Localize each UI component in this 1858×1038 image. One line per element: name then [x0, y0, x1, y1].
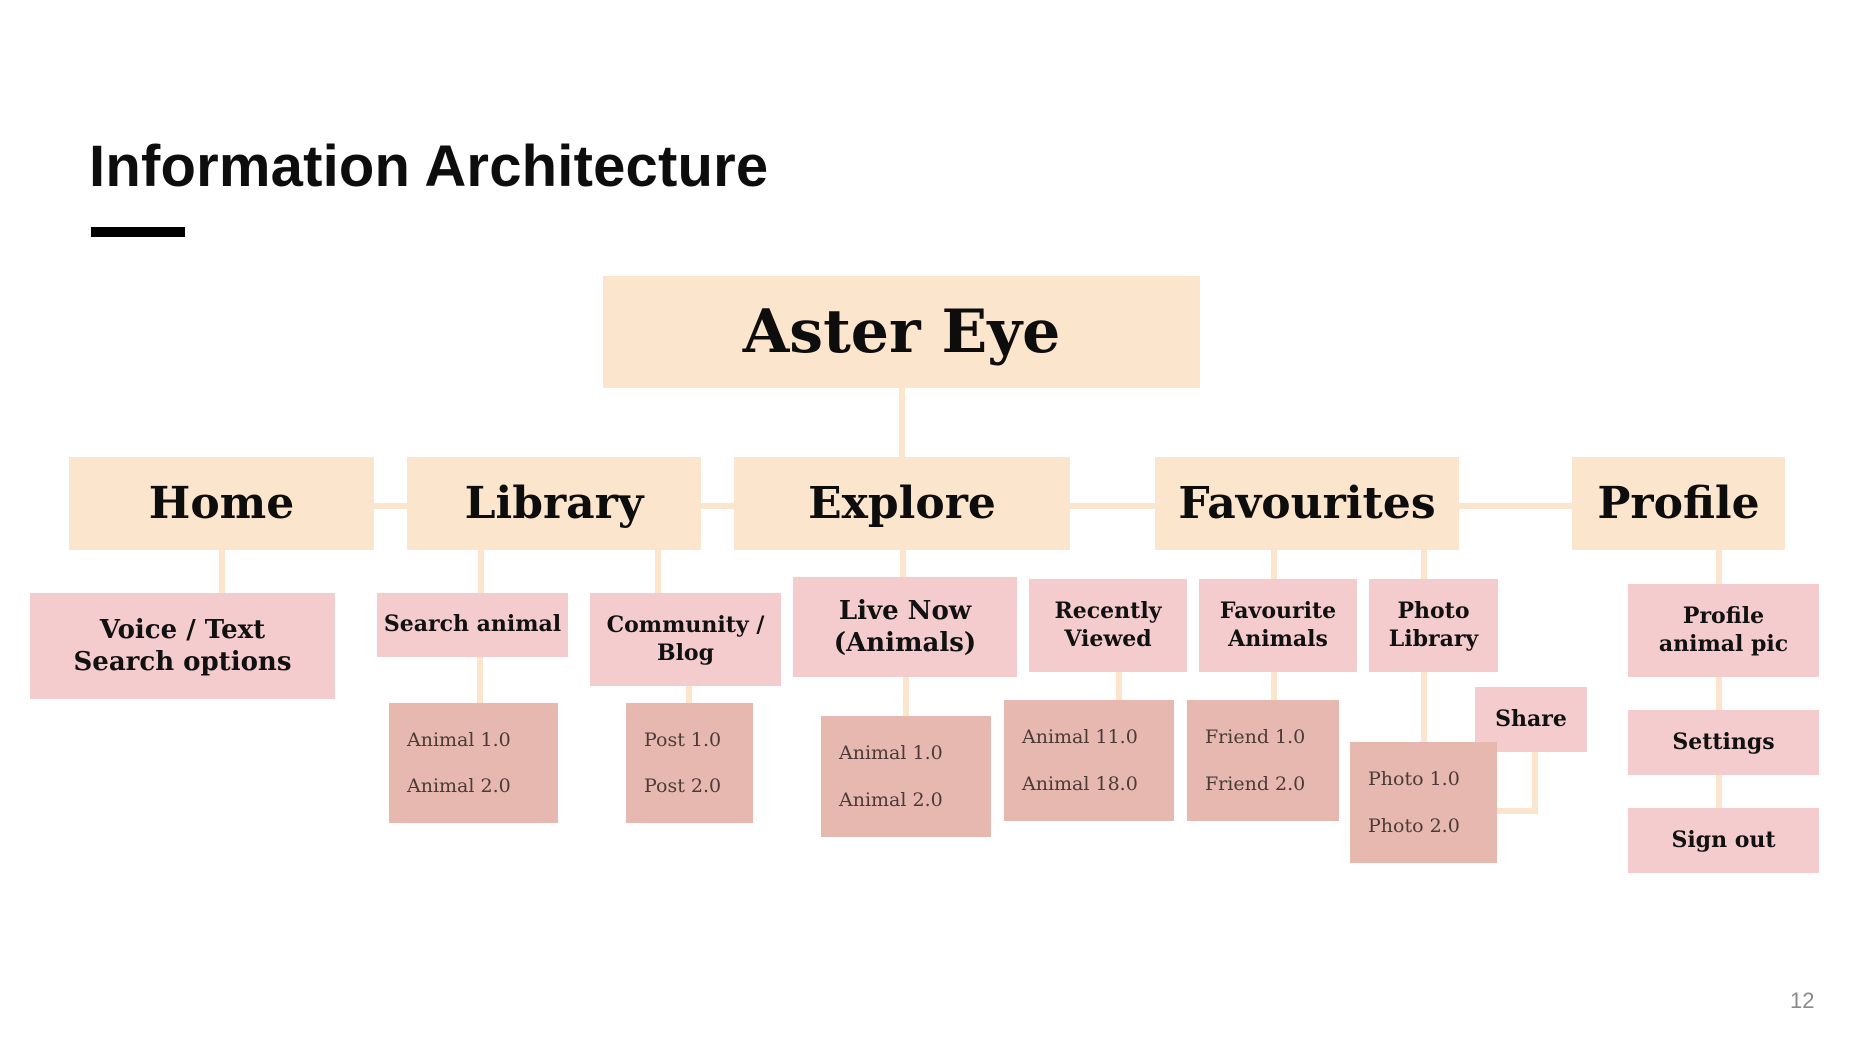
leaf-item: Animal 18.0 [1022, 772, 1138, 795]
leaf-item: Animal 1.0 [839, 742, 943, 765]
root-label: Aster Eye [742, 297, 1061, 367]
leaf-item: Friend 2.0 [1205, 772, 1306, 795]
leaf-recently-viewed-items: Animal 11.0 Animal 18.0 [1004, 700, 1174, 821]
title-underline [91, 227, 185, 237]
node-live-now: Live Now (Animals) [793, 577, 1017, 677]
section-explore-label: Explore [808, 478, 996, 529]
node-favourite-animals: Favourite Animals [1199, 579, 1357, 672]
leaf-item: Post 1.0 [644, 729, 722, 751]
section-profile: Profile [1572, 457, 1785, 550]
section-favourites-label: Favourites [1178, 478, 1436, 529]
node-settings-label: Settings [1672, 728, 1775, 755]
leaf-item: Photo 2.0 [1368, 814, 1460, 837]
node-recently-viewed-label: Recently Viewed [1054, 598, 1162, 652]
root-node: Aster Eye [603, 276, 1200, 388]
leaf-photo-library-items: Photo 1.0 Photo 2.0 [1350, 742, 1497, 863]
leaf-item: Animal 2.0 [407, 775, 511, 797]
node-voice-text-search: Voice / Text Search options [30, 593, 335, 699]
node-recently-viewed: Recently Viewed [1029, 579, 1187, 672]
leaf-favourite-animals-items: Friend 1.0 Friend 2.0 [1187, 700, 1339, 821]
leaf-item: Animal 2.0 [839, 788, 943, 811]
page-number: 12 [1790, 988, 1815, 1013]
node-live-now-label: Live Now (Animals) [833, 595, 977, 659]
leaf-item: Friend 1.0 [1205, 726, 1306, 749]
section-explore: Explore [734, 457, 1070, 550]
node-community-blog: Community / Blog [590, 593, 781, 686]
node-community-blog-label: Community / Blog [606, 612, 765, 666]
section-home-label: Home [148, 478, 295, 529]
node-share: Share [1475, 687, 1587, 752]
leaf-item: Animal 11.0 [1022, 726, 1138, 749]
section-favourites: Favourites [1155, 457, 1459, 550]
node-settings: Settings [1628, 710, 1819, 775]
node-favourite-animals-label: Favourite Animals [1219, 598, 1337, 652]
slide-title: Information Architecture [89, 134, 769, 199]
node-search-animal-label: Search animal [383, 611, 562, 638]
node-sign-out-label: Sign out [1671, 826, 1776, 853]
node-search-animal: Search animal [377, 593, 568, 657]
node-photo-library: Photo Library [1369, 579, 1498, 672]
node-profile-animal-pic-label: Profile animal pic [1658, 603, 1789, 657]
leaf-live-now-items: Animal 1.0 Animal 2.0 [821, 716, 991, 837]
node-profile-animal-pic: Profile animal pic [1628, 584, 1819, 677]
leaf-item: Photo 1.0 [1368, 768, 1460, 791]
leaf-search-animal-items: Animal 1.0 Animal 2.0 [389, 703, 558, 823]
section-library-label: Library [464, 478, 644, 529]
leaf-community-items: Post 1.0 Post 2.0 [626, 703, 753, 823]
section-library: Library [407, 457, 701, 550]
node-sign-out: Sign out [1628, 808, 1819, 873]
section-profile-label: Profile [1597, 478, 1760, 529]
section-home: Home [69, 457, 374, 550]
leaf-item: Post 2.0 [644, 775, 722, 797]
node-voice-text-search-label: Voice / Text Search options [73, 614, 292, 678]
node-photo-library-label: Photo Library [1388, 598, 1479, 652]
node-share-label: Share [1495, 705, 1567, 732]
leaf-item: Animal 1.0 [407, 729, 511, 751]
